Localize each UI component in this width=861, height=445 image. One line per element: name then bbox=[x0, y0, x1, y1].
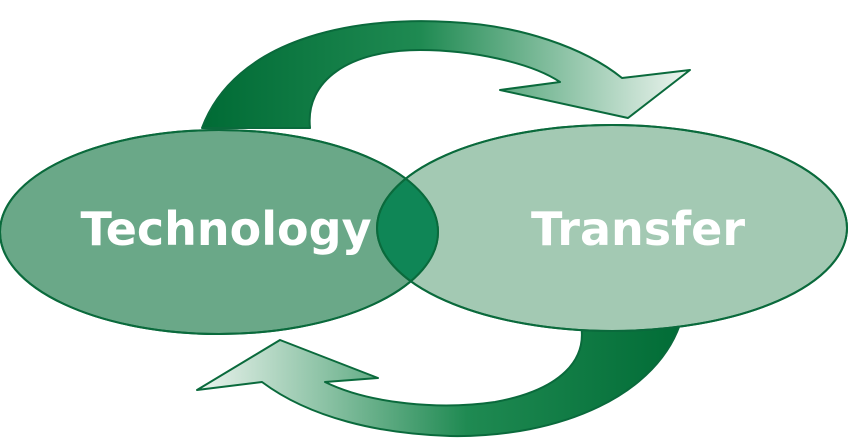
left-ellipse-outline bbox=[0, 129, 439, 335]
bottom-curved-arrow-icon bbox=[196, 317, 683, 438]
transfer-label: Transfer bbox=[531, 202, 745, 256]
top-curved-arrow-icon bbox=[201, 20, 691, 129]
right-ellipse-outline bbox=[376, 124, 848, 332]
technology-label: Technology bbox=[80, 202, 371, 256]
